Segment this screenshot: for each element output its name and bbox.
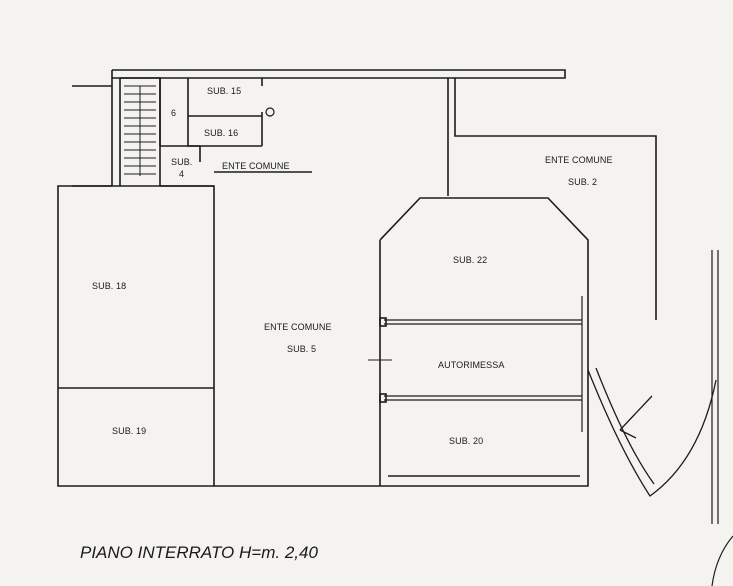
ramp-curve — [587, 367, 717, 497]
wall-left-stub — [72, 85, 112, 187]
label-sub19: SUB. 19 — [112, 426, 147, 436]
label-autorimessa: AUTORIMESSA — [438, 360, 505, 370]
stair-treads — [124, 85, 156, 176]
label-ente-top: ENTE COMUNE — [222, 161, 290, 171]
label-ente-sub2-a: ENTE COMUNE — [545, 155, 613, 165]
wall-top — [112, 69, 566, 79]
arc-bottom — [711, 535, 733, 586]
wall-center — [214, 240, 381, 487]
rail-top — [384, 319, 582, 325]
label-sub15: SUB. 15 — [207, 86, 242, 96]
wall-sub4 — [160, 145, 312, 187]
rail-bottom — [384, 395, 582, 401]
label-six: 6 — [171, 108, 177, 118]
label-sub18: SUB. 18 — [92, 281, 127, 291]
label-ente-sub5-a: ENTE COMUNE — [264, 322, 332, 332]
label-sub20: SUB. 20 — [449, 436, 484, 446]
plan-caption: PIANO INTERRATO H=m. 2,40 — [80, 543, 318, 562]
label-sub4-b: 4 — [179, 169, 185, 179]
rail-end-top — [379, 317, 387, 327]
rail-end-bottom — [379, 393, 387, 403]
label-sub4-a: SUB. — [171, 157, 193, 167]
fixture-icon — [265, 107, 275, 117]
label-ente-sub5-b: SUB. 5 — [287, 344, 317, 354]
label-sub22: SUB. 22 — [453, 255, 488, 265]
rail-right — [711, 250, 719, 524]
garage-outline — [379, 197, 589, 487]
ramp-arrow — [619, 395, 653, 439]
wall-mid-right — [447, 78, 657, 320]
label-ente-sub2-b: SUB. 2 — [568, 177, 598, 187]
label-sub16: SUB. 16 — [204, 128, 239, 138]
wall-left-block — [57, 185, 215, 487]
